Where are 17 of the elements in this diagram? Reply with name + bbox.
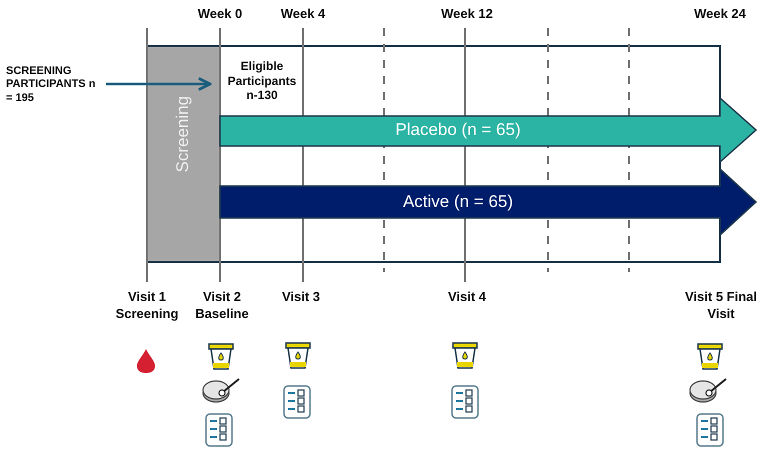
node-text: Eligible Participants n-130	[226, 59, 298, 103]
visit-label: Visit 5 Final Visit	[684, 288, 758, 322]
visit-label: Visit 1 Screening	[114, 288, 180, 322]
node-text: SCREENING PARTICIPANTS n = 195	[6, 65, 96, 105]
bar-label: Screening	[173, 96, 194, 172]
arm-arrow	[220, 98, 756, 162]
week-label: Week 24	[693, 5, 747, 22]
week-label: Week 12	[440, 5, 494, 22]
visit-label: Visit 4	[446, 288, 488, 305]
week-label: Week 0	[196, 5, 244, 22]
arrow	[106, 77, 212, 91]
bar-label: Active (n = 65)	[402, 192, 514, 212]
visit-label: Visit 2 Baseline	[194, 288, 250, 322]
visit-label: Visit 3	[280, 288, 322, 305]
bar-label: Placebo (n = 65)	[395, 120, 521, 140]
week-label: Week 4	[280, 5, 326, 22]
arm-arrow	[220, 169, 756, 235]
